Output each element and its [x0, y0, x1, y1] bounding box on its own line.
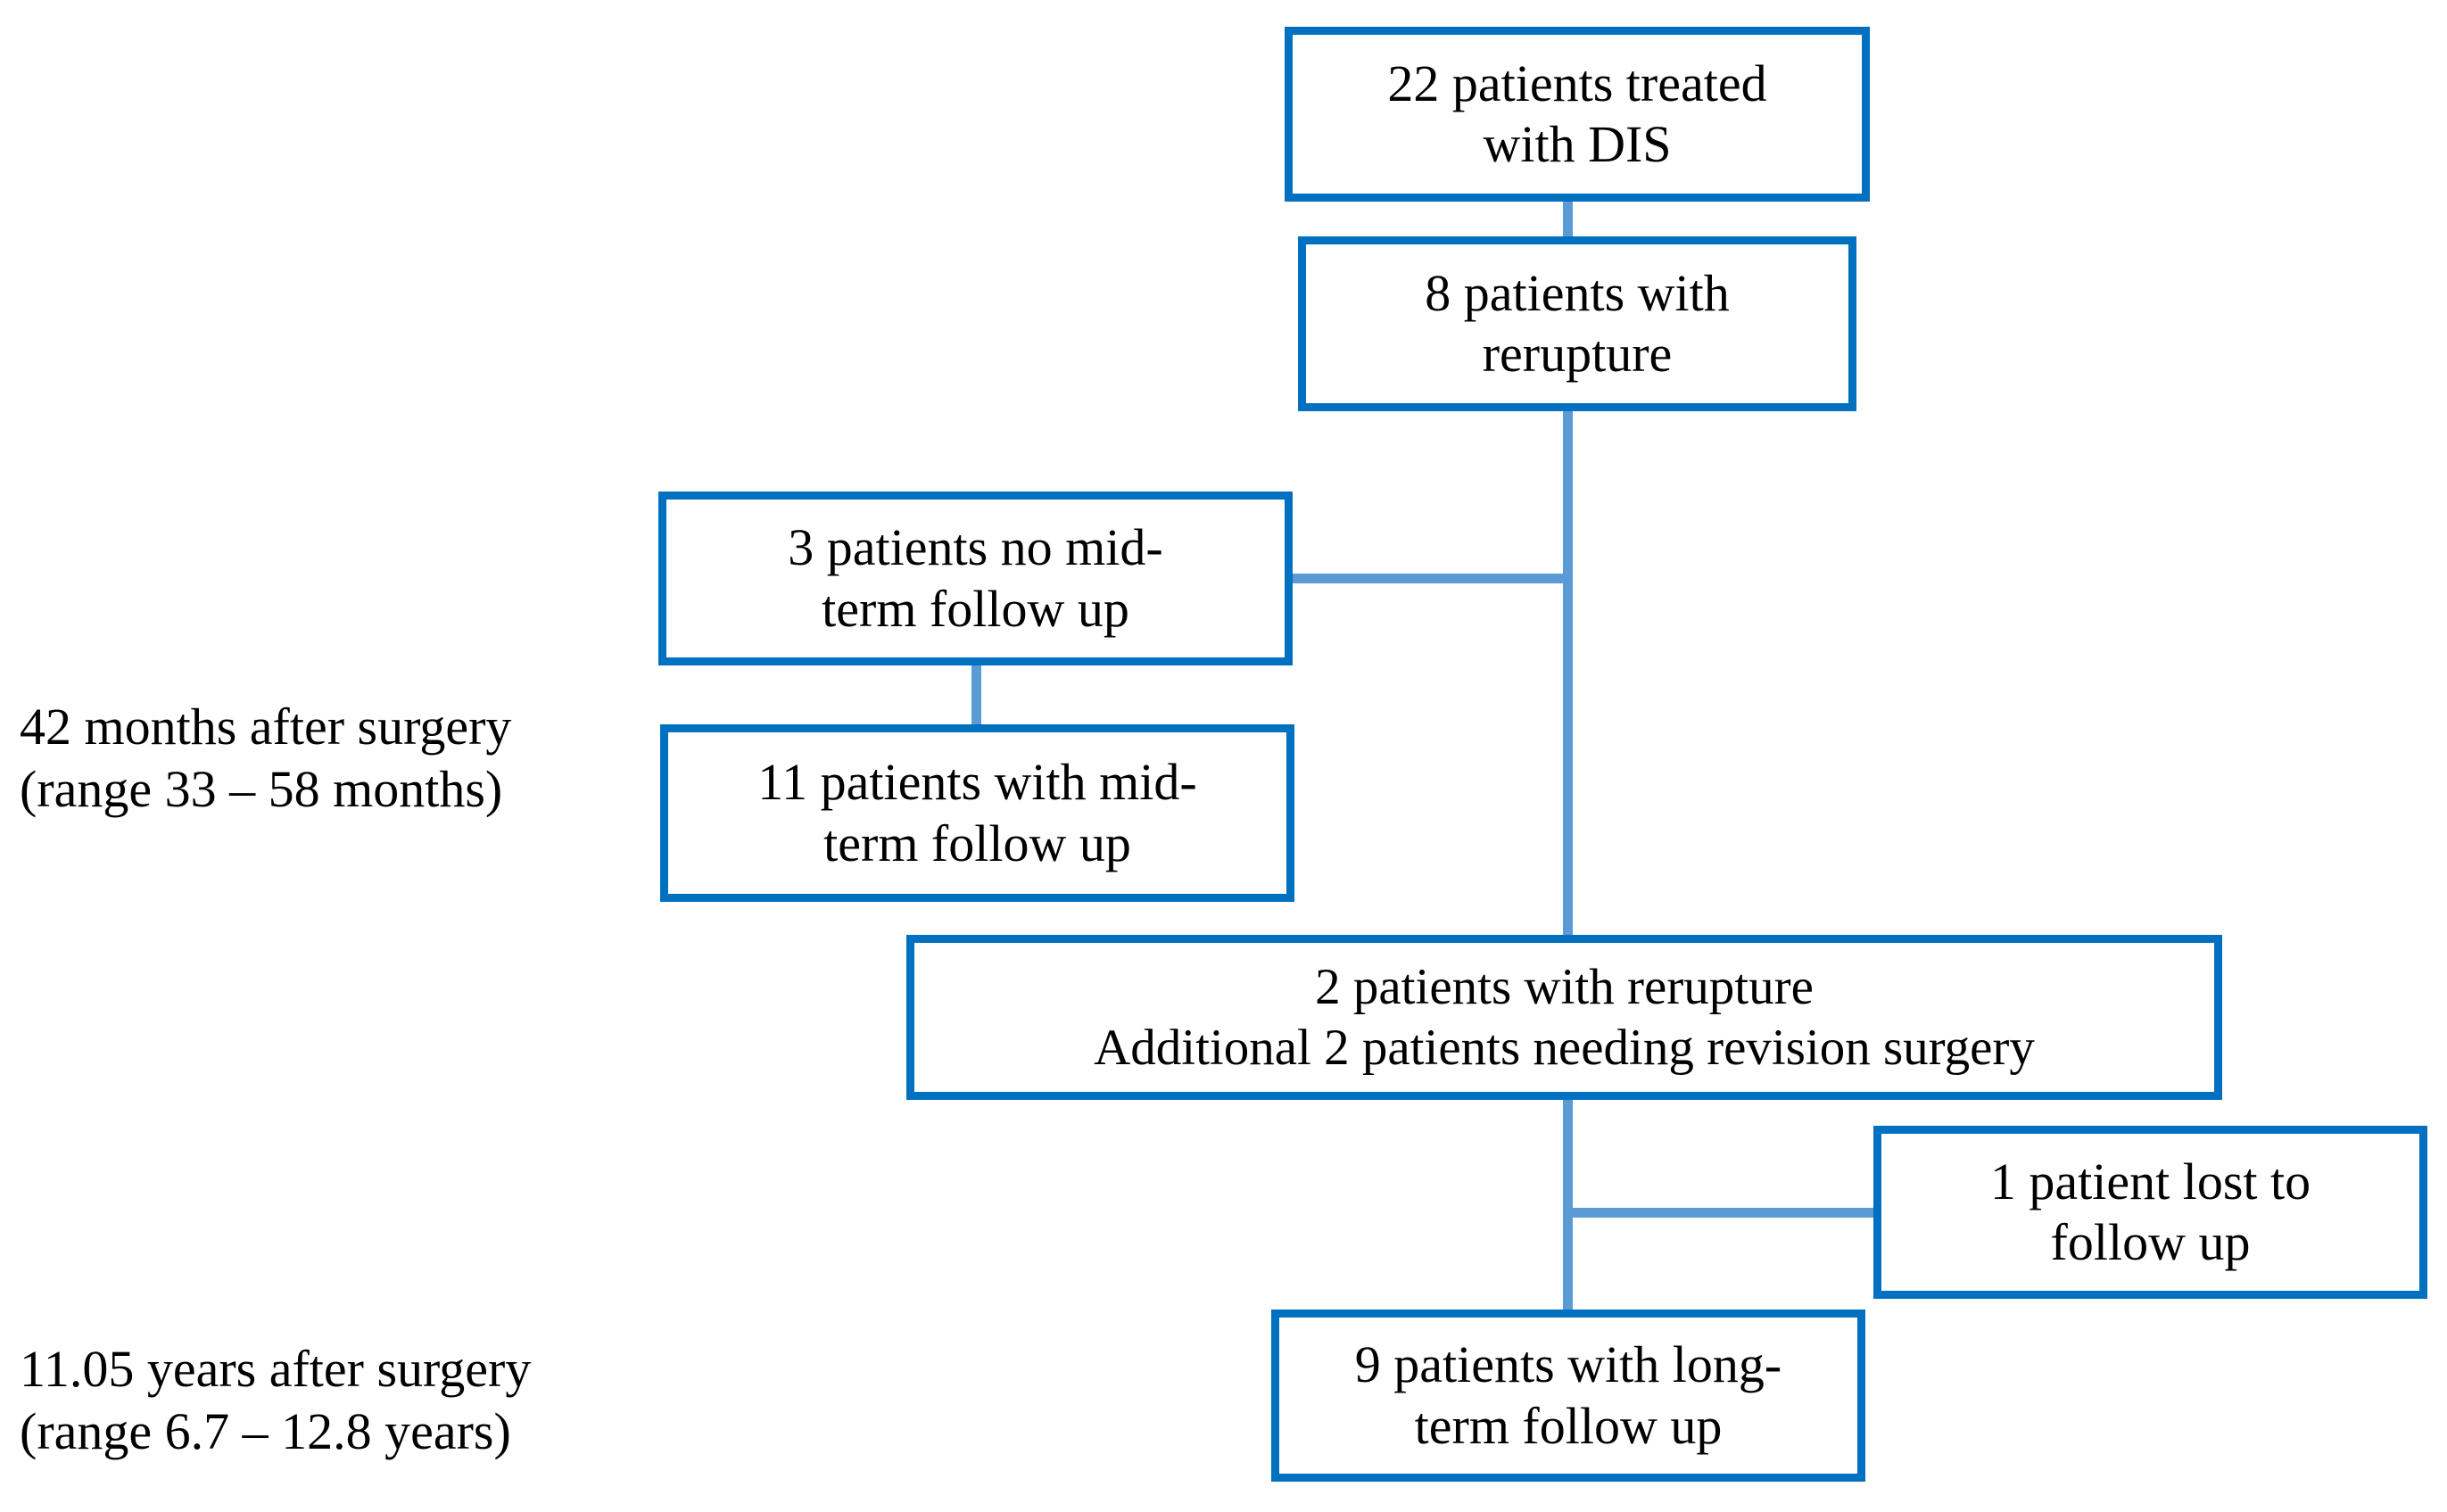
node-rerupture-and-revision-label: 2 patients with rerupture Additional 2 p… [1094, 959, 2035, 1076]
node-patients-with-rerupture-label: 8 patients with rerupture [1425, 263, 1730, 383]
node-with-midterm-follow-up-label: 11 patients with mid- term follow up [757, 753, 1197, 872]
node-lost-to-follow-up-label: 1 patient lost to follow up [1989, 1152, 2311, 1271]
connector-rerupture8-to-rerupture2 [1563, 404, 1573, 941]
node-with-longterm-follow-up-label: 9 patients with long- term follow up [1354, 1335, 1782, 1455]
connector-trunk-to-lost [1563, 1208, 1879, 1218]
node-treated-with-dis: 22 patients treated with DIS [1285, 27, 1870, 202]
node-no-midterm-follow-up-label: 3 patients no mid- term follow up [788, 518, 1163, 638]
connector-rerupture2-to-longterm [1563, 1094, 1573, 1315]
node-with-longterm-follow-up: 9 patients with long- term follow up [1271, 1310, 1865, 1482]
connector-treated-to-rerupture8 [1563, 195, 1573, 242]
longterm-timepoint-annotation: 11.05 years after surgery (range 6.7 – 1… [20, 1340, 532, 1460]
node-patients-with-rerupture: 8 patients with rerupture [1298, 236, 1856, 411]
connector-nomid-to-withmid [971, 660, 981, 730]
midterm-timepoint-annotation: 42 months after surgery (range 33 – 58 m… [20, 698, 512, 818]
node-rerupture-and-revision: 2 patients with rerupture Additional 2 p… [906, 935, 2222, 1100]
node-treated-with-dis-label: 22 patients treated with DIS [1387, 54, 1767, 173]
node-no-midterm-follow-up: 3 patients no mid- term follow up [658, 492, 1293, 665]
node-with-midterm-follow-up: 11 patients with mid- term follow up [660, 724, 1294, 902]
connector-trunk-to-nomid [1285, 574, 1568, 583]
node-lost-to-follow-up: 1 patient lost to follow up [1873, 1126, 2427, 1299]
